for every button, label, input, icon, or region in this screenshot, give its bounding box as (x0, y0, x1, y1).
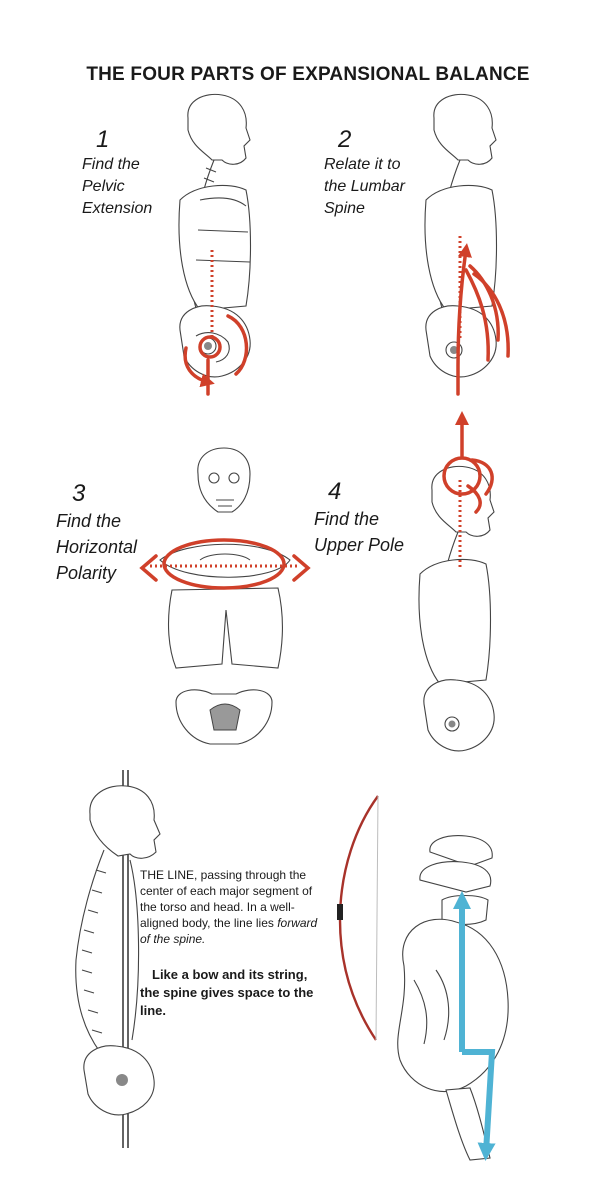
skeleton-line-figure (75, 770, 161, 1148)
line-description-lead: THE LINE, passing through the center of … (140, 868, 313, 930)
skeleton-figure-4 (418, 411, 495, 752)
step-2-caption: Relate it to the Lumbar Spine (324, 156, 405, 217)
step-4-caption: Find the Upper Pole (314, 509, 405, 555)
step-3-number: 3 (72, 480, 86, 507)
line-description-emphasis: forward of the spine. (140, 916, 318, 946)
bow-description: Like a bow and its string, the spine giv… (140, 967, 314, 1018)
skeleton-figure-3 (139, 447, 311, 745)
step-4-number: 4 (328, 478, 342, 505)
spine-pelvis-figure (397, 835, 509, 1161)
skeleton-figure-2 (424, 93, 510, 396)
diagram-title: THE FOUR PARTS OF EXPANSIONAL BALANCE (86, 64, 530, 85)
bow-and-string (337, 795, 379, 1041)
skeleton-figure-1 (178, 93, 252, 396)
step-2-number: 2 (338, 126, 352, 153)
step-1-number: 1 (96, 126, 110, 153)
line-description: THE LINE, passing through the center of … (140, 867, 320, 947)
step-1-caption: Find the Pelvic Extension (82, 156, 153, 217)
step-3-caption: Find the Horizontal Polarity (56, 511, 138, 583)
